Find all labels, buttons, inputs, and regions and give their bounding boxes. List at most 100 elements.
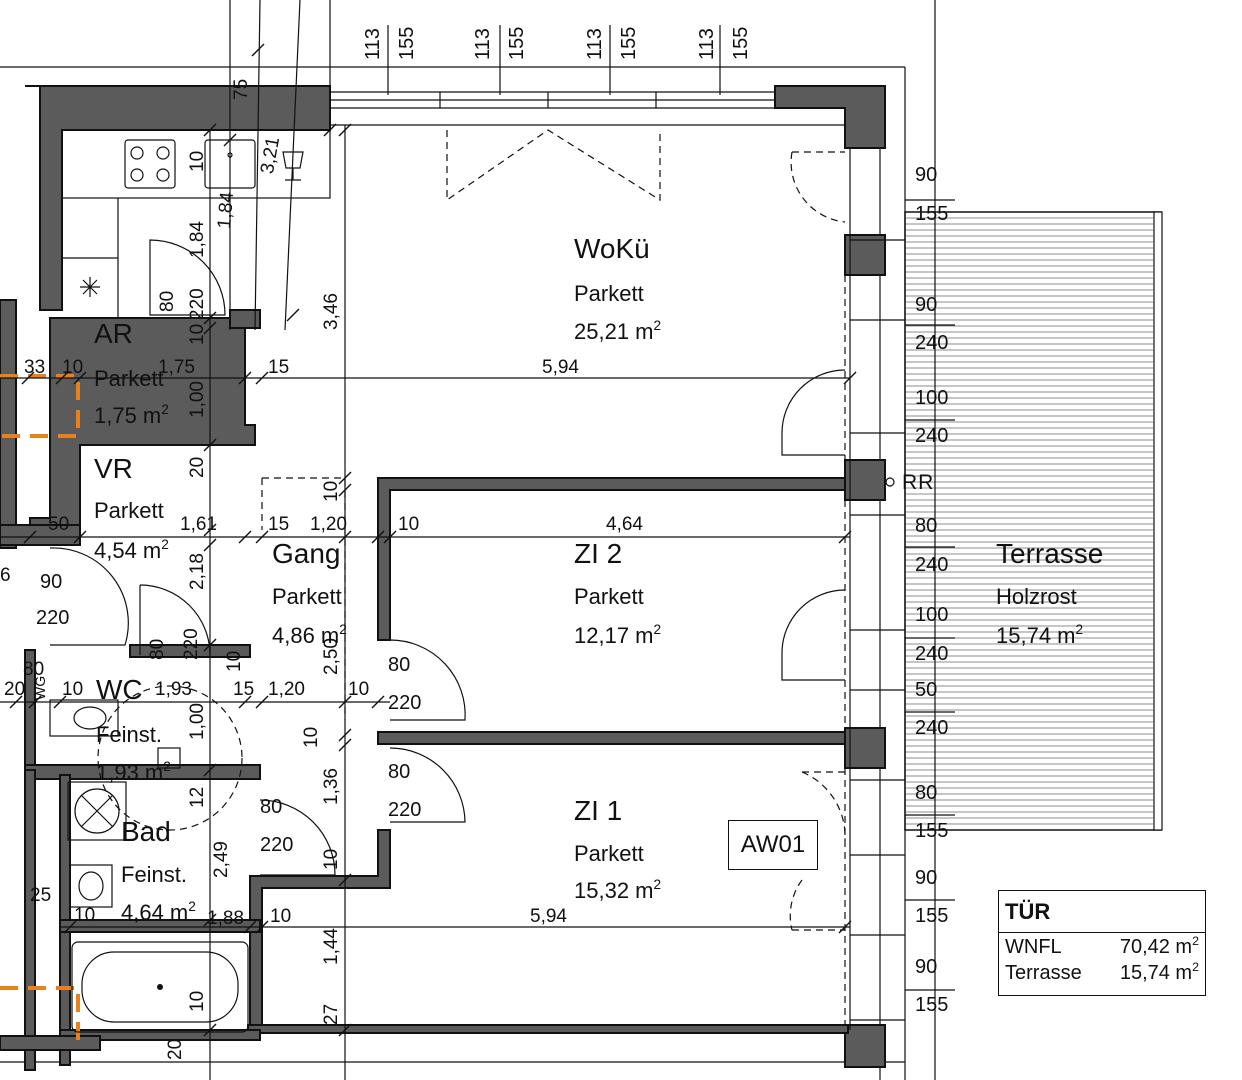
dim-v-23: 20 bbox=[165, 1038, 186, 1060]
dimension-tick bbox=[338, 695, 352, 709]
dim-h-11: 20 bbox=[4, 679, 26, 700]
door-dim-10: 80 bbox=[260, 796, 283, 818]
dimension-lines bbox=[0, 0, 955, 1080]
room-floor-bad: Feinst. bbox=[121, 862, 188, 887]
door-dim-9: 220 bbox=[388, 799, 422, 821]
dim-h-5: 50 bbox=[48, 514, 70, 535]
room-floor-zi2: Parkett bbox=[574, 584, 644, 609]
bath-fixtures bbox=[49, 699, 249, 1033]
dim-right-1: 155 bbox=[915, 203, 949, 225]
dim-right-9: 240 bbox=[915, 643, 949, 665]
dimension-ticks bbox=[9, 43, 857, 1037]
dim-h-10: 4,64 bbox=[606, 514, 643, 535]
dim-v-5: 220 bbox=[187, 288, 208, 320]
dim-v-1: 10 bbox=[187, 150, 208, 172]
dimension-tick bbox=[338, 873, 352, 887]
window-top bbox=[330, 91, 846, 223]
room-floor-wc: Feinst. bbox=[96, 722, 163, 747]
dimension-tick bbox=[63, 920, 77, 934]
door-dim-5: 220 bbox=[181, 628, 202, 660]
dimension-tick bbox=[203, 1023, 217, 1037]
dim-top-6: 113 bbox=[696, 28, 718, 60]
misc-top-cut: 6 bbox=[0, 565, 11, 586]
room-area-gang: 4,86 m2 bbox=[272, 622, 347, 648]
dimension-tick bbox=[203, 913, 217, 927]
dim-top-2: 113 bbox=[472, 28, 494, 60]
summary-wnfl-label: WNFL bbox=[1005, 936, 1062, 958]
dimension-tick bbox=[255, 530, 269, 544]
dim-h-17: 25 bbox=[30, 885, 52, 906]
dim-right-12: 80 bbox=[915, 782, 938, 804]
room-floor-terrasse: Holzrost bbox=[996, 584, 1077, 609]
dim-h-7: 15 bbox=[268, 514, 290, 535]
room-name-bad: Bad bbox=[121, 816, 171, 847]
kitchen-counter bbox=[61, 129, 331, 318]
dim-right-3: 240 bbox=[915, 332, 949, 354]
dim-v-22: 10 bbox=[187, 990, 208, 1012]
room-name-zi1: ZI 1 bbox=[574, 795, 623, 826]
dim-right-0: 90 bbox=[915, 164, 938, 186]
dim-top-0: 113 bbox=[362, 28, 384, 60]
door-dim-0: 80 bbox=[157, 290, 178, 312]
dim-top-7: 155 bbox=[730, 26, 752, 60]
room-floor-vr: Parkett bbox=[94, 498, 164, 523]
summary-terrasse-label: Terrasse bbox=[1005, 962, 1082, 984]
door-dim-7: 220 bbox=[388, 692, 422, 714]
dim-right-6: 80 bbox=[915, 515, 938, 537]
dim-v-0: 75 bbox=[231, 78, 252, 100]
dimension-tick bbox=[55, 371, 69, 385]
terrace-deck bbox=[904, 211, 1163, 831]
dimension-tick bbox=[203, 523, 217, 537]
room-area-terrasse: 15,74 m2 bbox=[996, 622, 1084, 648]
dim-h-19: 1,88 bbox=[207, 908, 244, 929]
dim-h-13: 1,93 bbox=[155, 679, 192, 700]
dimension-tick bbox=[73, 371, 87, 385]
dimension-tick bbox=[255, 695, 269, 709]
unit-boundary bbox=[0, 374, 80, 1040]
dim-v-19: 10 bbox=[321, 848, 342, 870]
summary-terrasse-row: Terrasse 15,74 m2 bbox=[999, 959, 1205, 985]
dimension-tick bbox=[338, 483, 352, 497]
dim-top-3: 155 bbox=[506, 26, 528, 60]
room-floor-ar: Parkett bbox=[94, 366, 164, 391]
dimension-tick bbox=[28, 695, 42, 709]
dimension-tick bbox=[843, 371, 857, 385]
walls bbox=[0, 85, 886, 1071]
room-name-zi2: ZI 2 bbox=[574, 538, 623, 569]
dim-right-17: 155 bbox=[915, 994, 949, 1016]
dim-right-7: 240 bbox=[915, 554, 949, 576]
dim-h-20: 10 bbox=[270, 906, 292, 927]
dimension-tick bbox=[238, 371, 252, 385]
room-name-vr: VR bbox=[94, 453, 133, 484]
aw01-tag: AW01 bbox=[728, 820, 818, 870]
dim-h-0: 33 bbox=[24, 357, 46, 378]
rr-marker bbox=[885, 477, 895, 487]
dim-h-1: 10 bbox=[62, 357, 84, 378]
dimension-tick bbox=[203, 763, 217, 777]
dim-h-6: 1,61 bbox=[180, 514, 217, 535]
summary-terrasse-value: 15,74 m2 bbox=[1119, 960, 1199, 984]
dim-v-4: 1,84 bbox=[187, 221, 208, 258]
summary-wnfl-row: WNFL 70,42 m2 bbox=[999, 933, 1205, 959]
dimension-tick bbox=[23, 530, 37, 544]
dim-h-21: 5,94 bbox=[530, 906, 567, 927]
dim-h-9: 10 bbox=[398, 514, 420, 535]
dim-right-15: 155 bbox=[915, 905, 949, 927]
dim-right-4: 100 bbox=[915, 387, 949, 409]
dim-v-7: 3,46 bbox=[321, 293, 342, 330]
dim-right-10: 50 bbox=[915, 679, 938, 701]
dimension-tick bbox=[238, 695, 252, 709]
dimension-tick bbox=[338, 123, 352, 137]
dimension-tick bbox=[338, 728, 352, 742]
summary-title: TÜR bbox=[999, 891, 1205, 933]
dimension-tick bbox=[371, 695, 385, 709]
room-floor-woku: Parkett bbox=[574, 281, 644, 306]
door-dim-6: 80 bbox=[388, 654, 411, 676]
dim-h-12: 10 bbox=[62, 679, 84, 700]
dimension-tick bbox=[53, 695, 67, 709]
dimension-tick bbox=[338, 738, 352, 752]
dim-h-15: 1,20 bbox=[268, 679, 305, 700]
door-dim-12: 80 bbox=[23, 659, 45, 680]
room-area-woku: 25,21 m2 bbox=[574, 318, 662, 344]
